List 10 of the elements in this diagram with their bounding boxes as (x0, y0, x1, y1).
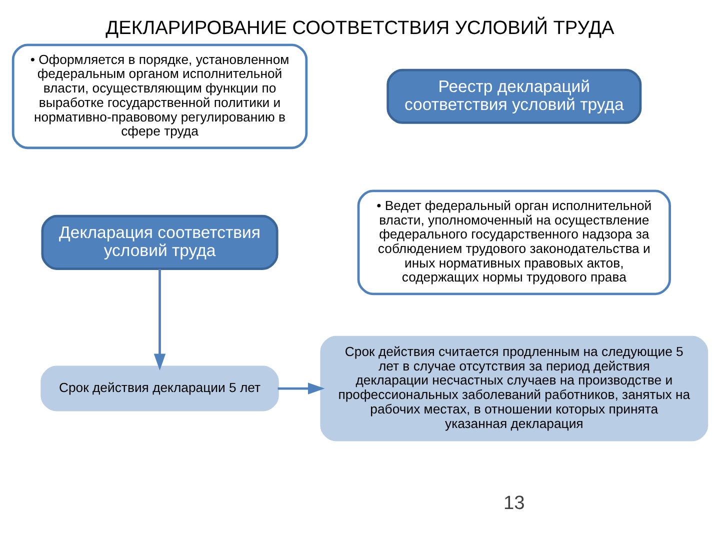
node-box: Срок действия декларации 5 лет (40, 366, 279, 412)
diagram-title: ДЕКЛАРИРОВАНИЕ СООТВЕТСТВИЯ УСЛОВИЙ ТРУДА (106, 18, 614, 39)
node-box: Декларация соответствия условий труда (41, 214, 278, 270)
node-box: • Оформляется в порядке, установленном федеральным органом исполнительной власти, осуществляющим функции по выработке государственной политики и нормативно-правовому регулированию в сфере труда (12, 44, 308, 150)
label: 13 (503, 493, 525, 514)
arrow (154, 269, 166, 370)
arrow (278, 382, 325, 394)
node-box: Срок действия считается продленным на следующие 5 лет в случае отсутствия за период действия декларации несчастных случаев на производстве и профессиональных заболеваний работников, занятых на рабочих местах, в отношении которых принята указанная декларация (320, 336, 708, 442)
node-box: • Ведет федеральный орган исполнительной власти, уполномоченный на осуществление федерального государственного надзора за соблюдением трудового законодательства и иных нормативных правовых актов, содержащих нормы трудового права (357, 190, 671, 296)
node-box: Реестр деклараций соответствия условий труда (386, 68, 642, 124)
